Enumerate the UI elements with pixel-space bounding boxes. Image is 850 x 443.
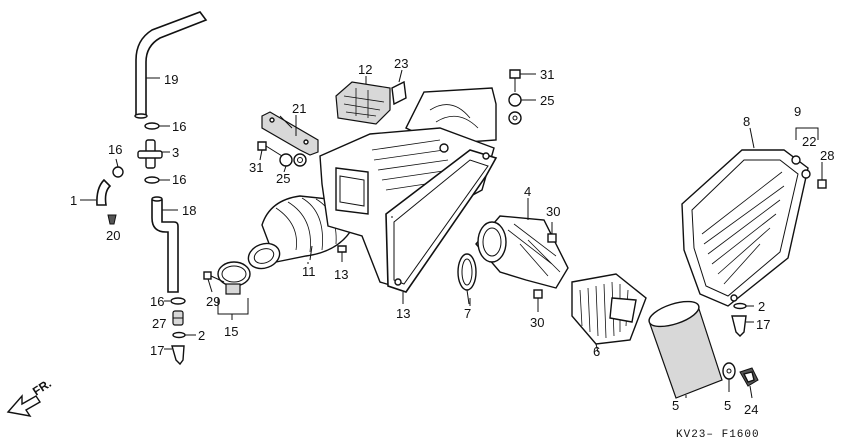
part-17-cap-right xyxy=(731,315,754,337)
part-3-joint xyxy=(137,139,170,169)
part-7-filter-element xyxy=(571,273,647,353)
part-16-clamp-upper xyxy=(144,122,170,130)
part-label: 17 xyxy=(150,343,164,358)
part-23-plate xyxy=(391,69,407,106)
part-4-element-holder xyxy=(475,198,569,289)
part-5-washer xyxy=(722,362,736,392)
part-10-group-bracket xyxy=(795,127,819,140)
part-label: 30 xyxy=(546,204,560,219)
part-label: 17 xyxy=(756,317,770,332)
part-label: 5 xyxy=(724,398,731,413)
part-28-screw xyxy=(817,162,827,189)
part-label: 9 xyxy=(794,104,801,119)
part-25-grommet-right xyxy=(508,93,536,125)
part-label: 25 xyxy=(540,93,554,108)
part-30-bolt-lower xyxy=(533,289,543,312)
part-16-clamp-left xyxy=(112,158,124,178)
part-31-bolt-left xyxy=(257,141,283,161)
part-label: 24 xyxy=(744,402,758,417)
part-label: 13 xyxy=(334,267,348,282)
part-21-bracket xyxy=(261,111,319,156)
part-22-grommet xyxy=(801,169,811,179)
reference-code: KV23– F1600 xyxy=(676,429,760,441)
part-label: 16 xyxy=(108,142,122,157)
part-20-clip xyxy=(107,214,117,225)
part-6-sponge-element xyxy=(648,300,723,399)
part-labels: 19 16 16 3 16 1 18 20 16 27 2 17 21 31 2… xyxy=(70,56,834,417)
part-label: 6 xyxy=(593,344,600,359)
part-30-bolt-upper xyxy=(547,222,557,243)
part-label: 15 xyxy=(224,324,238,339)
part-label: 20 xyxy=(106,228,120,243)
part-label: 23 xyxy=(394,56,408,71)
part-label: 5 xyxy=(672,398,679,413)
part-16-clamp-middle xyxy=(144,176,170,184)
part-label: 22 xyxy=(802,134,816,149)
part-label: 4 xyxy=(524,184,531,199)
direction-label: FR. xyxy=(30,376,54,398)
part-1-tube xyxy=(80,178,112,206)
front-direction-arrow: FR. xyxy=(6,376,54,417)
part-24-clip xyxy=(739,367,759,399)
part-13-screw xyxy=(337,245,347,262)
part-label: 21 xyxy=(292,101,306,116)
part-17-cap-left xyxy=(164,345,185,366)
part-label: 25 xyxy=(276,171,290,186)
part-15-band xyxy=(217,261,251,315)
part-label: 31 xyxy=(249,160,263,175)
part-label: 27 xyxy=(152,316,166,331)
part-8-gasket xyxy=(457,253,477,305)
part-label: 2 xyxy=(198,328,205,343)
part-label: 28 xyxy=(820,148,834,163)
part-2-clip-left xyxy=(172,331,196,339)
part-27-collar xyxy=(172,310,184,326)
part-label: 29 xyxy=(206,294,220,309)
part-25-grommet-left xyxy=(279,153,307,173)
part-label: 31 xyxy=(540,67,554,82)
part-label: 7 xyxy=(464,306,471,321)
part-12-air-cleaner-case xyxy=(319,87,498,304)
part-label: 16 xyxy=(172,172,186,187)
part-label: 12 xyxy=(358,62,372,77)
part-19-breather-tube xyxy=(134,11,208,119)
part-label: 3 xyxy=(172,145,179,160)
part-2-clip-right xyxy=(733,302,754,310)
part-label: 19 xyxy=(164,72,178,87)
part-label: 16 xyxy=(150,294,164,309)
part-label: 2 xyxy=(758,299,765,314)
part-label: 30 xyxy=(530,315,544,330)
part-label: 1 xyxy=(70,193,77,208)
part-14-seal xyxy=(335,76,391,125)
part-label: 11 xyxy=(302,264,316,279)
part-31-bolt-right xyxy=(509,69,536,92)
part-label: 16 xyxy=(172,119,186,134)
part-29-screw xyxy=(203,271,225,293)
part-9-cover xyxy=(681,127,809,307)
part-16-clamp-lower xyxy=(164,297,186,305)
part-label: 18 xyxy=(182,203,196,218)
part-label: 8 xyxy=(743,114,750,129)
part-label: 13 xyxy=(396,306,410,321)
part-18-tube xyxy=(151,196,179,293)
leader-lines xyxy=(231,115,471,320)
